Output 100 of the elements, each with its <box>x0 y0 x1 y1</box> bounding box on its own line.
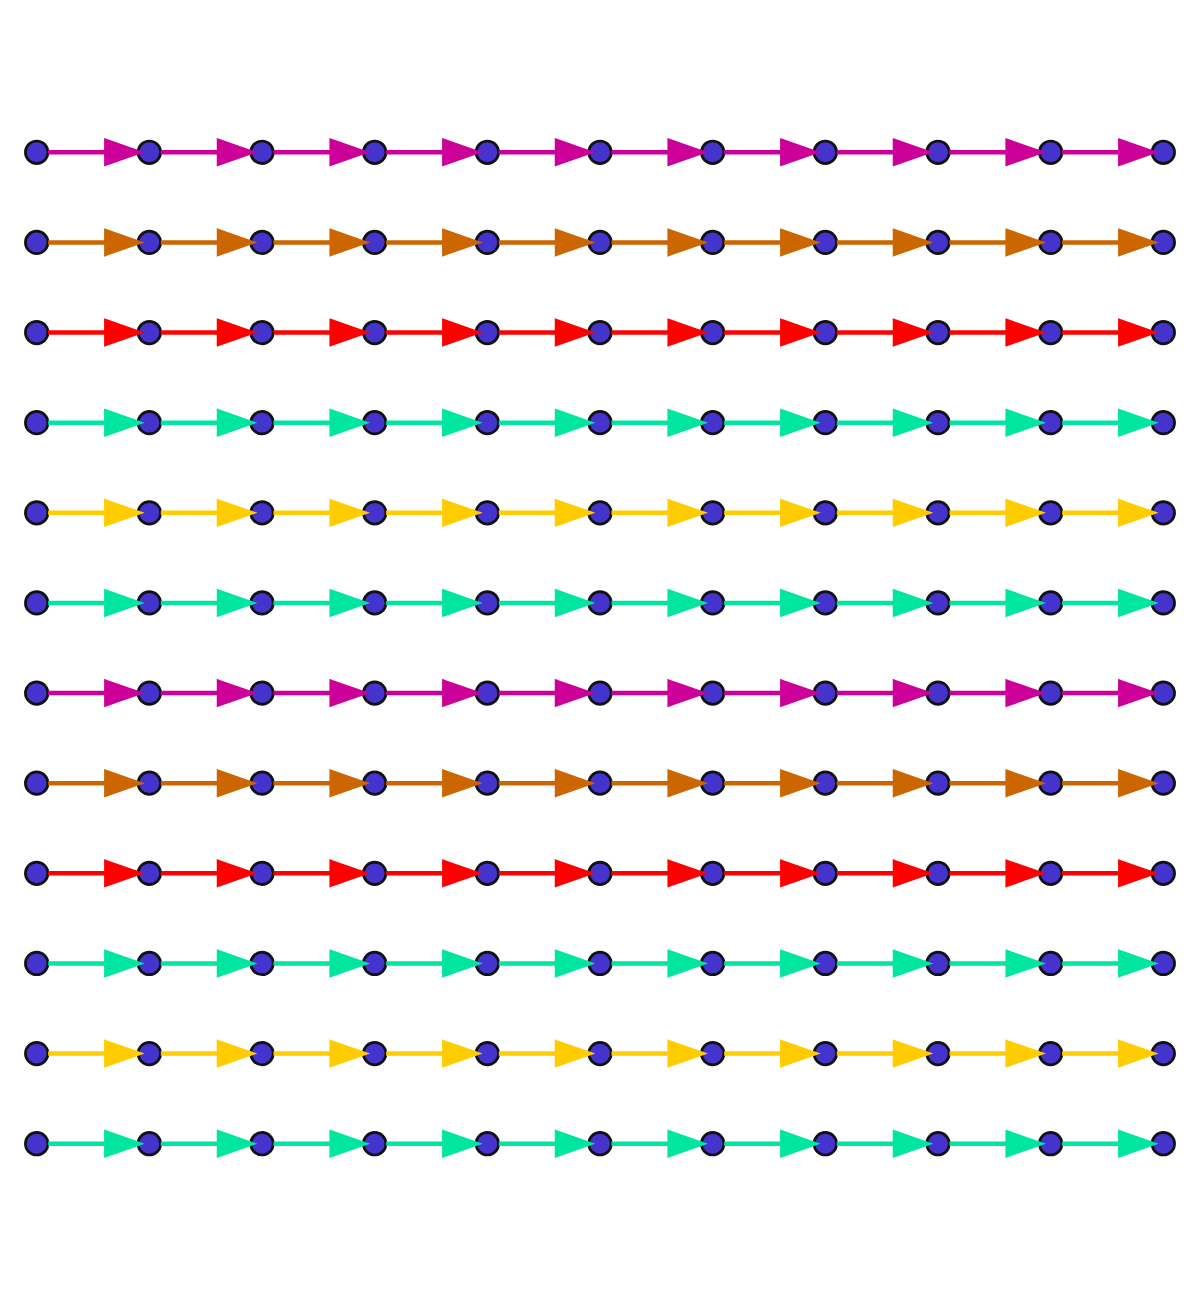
arrow <box>386 1128 483 1157</box>
node-circle <box>249 1039 275 1066</box>
node-circle <box>1150 769 1176 795</box>
node-circle <box>249 949 275 976</box>
node-circle <box>700 949 726 976</box>
node-circle <box>700 228 726 255</box>
arrow <box>949 1038 1047 1067</box>
node-circle <box>925 589 951 615</box>
arrow <box>836 768 934 797</box>
node-circle <box>24 1130 50 1156</box>
node-circle <box>587 949 613 976</box>
arrow <box>611 858 709 887</box>
arrow <box>386 587 483 617</box>
arrow <box>160 137 258 166</box>
arrow <box>386 1038 483 1067</box>
arrow <box>48 858 145 887</box>
node-circle <box>925 318 951 345</box>
arrow <box>836 497 934 526</box>
arrow <box>160 768 258 797</box>
arrow <box>1062 858 1159 887</box>
arrow <box>949 587 1047 617</box>
node-circle <box>1150 499 1176 525</box>
node-circle <box>812 769 838 795</box>
node-circle <box>362 589 388 615</box>
node-circle <box>136 1130 162 1156</box>
arrow <box>1062 497 1159 526</box>
node-circle <box>1150 949 1176 976</box>
arrow <box>611 587 709 617</box>
node-circle <box>1150 409 1176 435</box>
arrow <box>611 497 709 526</box>
arrow <box>160 1038 258 1067</box>
node-circle <box>474 228 500 255</box>
node-circle <box>1038 769 1064 795</box>
arrow <box>1062 587 1159 617</box>
node-circle <box>925 859 951 885</box>
arrow <box>273 407 371 436</box>
node-circle <box>474 679 500 705</box>
node-circle <box>1150 318 1176 345</box>
node-circle <box>136 138 162 164</box>
arrow <box>160 587 258 617</box>
arrow <box>724 497 821 526</box>
node-circle <box>362 1130 388 1156</box>
arrow <box>611 1038 709 1067</box>
node-circle <box>700 1130 726 1156</box>
node-circle <box>700 409 726 435</box>
arrow <box>949 677 1047 707</box>
node-circle <box>249 409 275 435</box>
node-circle <box>474 499 500 525</box>
node-circle <box>1150 1130 1176 1156</box>
node-circle <box>1038 1130 1064 1156</box>
arrow <box>1062 1038 1159 1067</box>
arrow <box>724 858 821 887</box>
node-circle <box>587 318 613 345</box>
arrow <box>836 227 934 256</box>
arrow <box>48 497 145 526</box>
arrow <box>386 497 483 526</box>
node-circle <box>812 138 838 164</box>
node-circle <box>925 138 951 164</box>
node-circle <box>587 769 613 795</box>
node-circle <box>1038 499 1064 525</box>
node-circle <box>249 859 275 885</box>
node-circle <box>925 769 951 795</box>
node-circle <box>1038 589 1064 615</box>
arrow <box>836 1128 934 1157</box>
node-circle <box>136 499 162 525</box>
arrow <box>949 317 1047 346</box>
node-circle <box>362 1039 388 1066</box>
node-circle <box>1150 138 1176 164</box>
node-circle <box>587 499 613 525</box>
node-circle <box>249 318 275 345</box>
node-circle <box>24 1039 50 1066</box>
arrow <box>48 677 145 707</box>
arrow <box>386 768 483 797</box>
node-circle <box>362 138 388 164</box>
arrow <box>386 858 483 887</box>
node-circle <box>587 138 613 164</box>
node-circle <box>925 949 951 976</box>
arrow <box>498 1128 596 1157</box>
arrow <box>724 677 821 707</box>
arrow <box>724 1038 821 1067</box>
arrow <box>1062 948 1159 977</box>
arrow <box>836 137 934 166</box>
arrow <box>386 137 483 166</box>
arrow <box>1062 227 1159 256</box>
arrow <box>724 587 821 617</box>
node-circle <box>136 679 162 705</box>
node-circle <box>136 589 162 615</box>
node-circle <box>474 859 500 885</box>
node-circle <box>700 769 726 795</box>
arrow <box>498 137 596 166</box>
node-circle <box>362 949 388 976</box>
node-circle <box>700 318 726 345</box>
arrow <box>949 497 1047 526</box>
arrow <box>48 1128 145 1157</box>
node-circle <box>812 499 838 525</box>
node-circle <box>587 1130 613 1156</box>
node-circle <box>362 409 388 435</box>
node-circle <box>812 409 838 435</box>
node-circle <box>925 1039 951 1066</box>
arrow <box>386 317 483 346</box>
